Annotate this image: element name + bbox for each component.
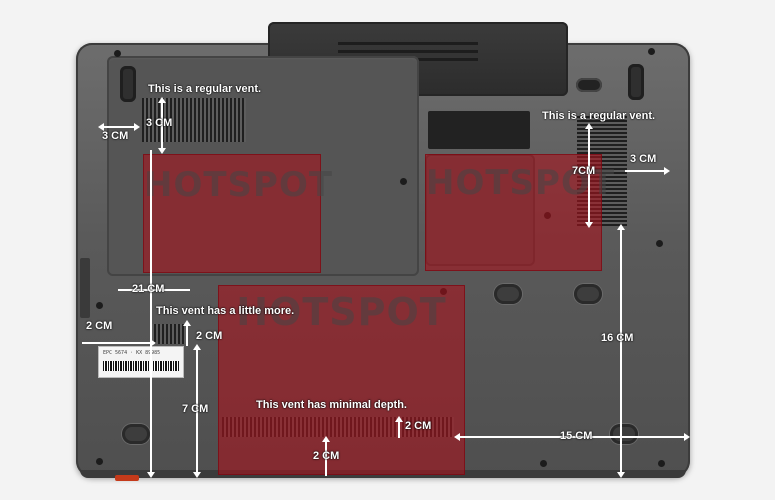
arrow-right-icon bbox=[684, 433, 690, 441]
vent-note-right: This is a regular vent. bbox=[542, 110, 656, 122]
barcode-sticker: EPC 5674 · KX 89985 bbox=[98, 346, 184, 378]
rubber-foot bbox=[610, 424, 638, 444]
arrow-right-icon bbox=[664, 167, 670, 175]
dim-bottom-center: 2 CM bbox=[313, 450, 340, 462]
screw bbox=[400, 178, 407, 185]
arrow-right-icon bbox=[134, 123, 140, 131]
vent-note-bottom: This vent has minimal depth. bbox=[256, 399, 407, 411]
vent-note-top-left: This is a regular vent. bbox=[148, 83, 262, 95]
screw bbox=[96, 302, 103, 309]
rubber-foot bbox=[122, 424, 150, 444]
screw bbox=[658, 460, 665, 467]
orange-tab bbox=[115, 475, 139, 481]
side-port bbox=[80, 258, 90, 318]
dim-mid-right: 2 CM bbox=[196, 330, 223, 342]
arrow-down-icon bbox=[158, 148, 166, 154]
hotspot-label: HOTSPOT bbox=[426, 163, 616, 203]
dim-left-depth: 3 CM bbox=[146, 117, 173, 129]
screw bbox=[96, 458, 103, 465]
vent-note-left-middle: This vent has a little more. bbox=[156, 305, 295, 317]
arrow-down-icon bbox=[585, 222, 593, 228]
hotspot-label: HOTSPOT bbox=[236, 290, 447, 334]
measure-line bbox=[82, 342, 152, 344]
battery-groove bbox=[338, 42, 478, 45]
measure-line bbox=[625, 170, 665, 172]
dim-lower-left: 7 CM bbox=[182, 403, 209, 415]
arrow-down-icon bbox=[147, 472, 155, 478]
hotspot-left: HOTSPOT bbox=[143, 154, 334, 273]
dim-bottom-right: 15 CM bbox=[560, 430, 593, 442]
arrow-down-icon bbox=[617, 472, 625, 478]
rubber-foot bbox=[628, 64, 644, 100]
dim-right-height: 7CM bbox=[572, 165, 596, 177]
hotspot-right: HOTSPOT bbox=[425, 154, 616, 271]
dim-right-width: 3 CM bbox=[630, 153, 657, 165]
arrow-up-icon bbox=[322, 436, 330, 442]
dim-bottom-vent-depth: 2 CM bbox=[405, 420, 432, 432]
arrow-up-icon bbox=[193, 344, 201, 350]
hotspot-label: HOTSPOT bbox=[144, 165, 334, 205]
arrow-up-icon bbox=[158, 97, 166, 103]
barcode-sticker-text: EPC 5674 · KX 89985 bbox=[103, 350, 161, 356]
measure-line bbox=[186, 324, 188, 346]
measure-line bbox=[196, 348, 198, 476]
screw bbox=[648, 48, 655, 55]
measure-line bbox=[118, 289, 190, 291]
measure-line bbox=[458, 436, 686, 438]
measure-line bbox=[103, 126, 135, 128]
black-sticker bbox=[428, 111, 530, 149]
measure-line bbox=[398, 420, 400, 438]
measure-line bbox=[161, 102, 163, 150]
left-middle-vent bbox=[150, 324, 188, 344]
dim-right-tall: 16 CM bbox=[601, 332, 634, 344]
rubber-foot bbox=[494, 284, 522, 304]
arrow-down-icon bbox=[193, 472, 201, 478]
top-left-vent bbox=[142, 98, 246, 142]
screw bbox=[656, 240, 663, 247]
arrow-up-icon bbox=[395, 416, 403, 422]
measure-line bbox=[325, 440, 327, 476]
arrow-right-icon bbox=[150, 339, 156, 347]
arrow-up-icon bbox=[617, 224, 625, 230]
measure-line bbox=[588, 128, 590, 224]
dim-left-width: 3 CM bbox=[102, 130, 129, 142]
dim-left-height: 21 CM bbox=[132, 283, 165, 295]
rubber-foot bbox=[574, 284, 602, 304]
barcode bbox=[103, 361, 179, 371]
screw bbox=[114, 50, 121, 57]
arrow-up-icon bbox=[183, 320, 191, 326]
arrow-up-icon bbox=[585, 123, 593, 129]
measure-line bbox=[620, 228, 622, 476]
screw bbox=[540, 460, 547, 467]
dim-mid-left: 2 CM bbox=[86, 320, 113, 332]
hotspot-bottom: HOTSPOT bbox=[218, 285, 465, 475]
battery-lock-switch bbox=[576, 78, 602, 92]
rubber-foot bbox=[120, 66, 136, 102]
arrow-left-icon bbox=[454, 433, 460, 441]
arrow-left-icon bbox=[98, 123, 104, 131]
battery-groove bbox=[338, 50, 478, 53]
measure-line bbox=[150, 150, 152, 476]
